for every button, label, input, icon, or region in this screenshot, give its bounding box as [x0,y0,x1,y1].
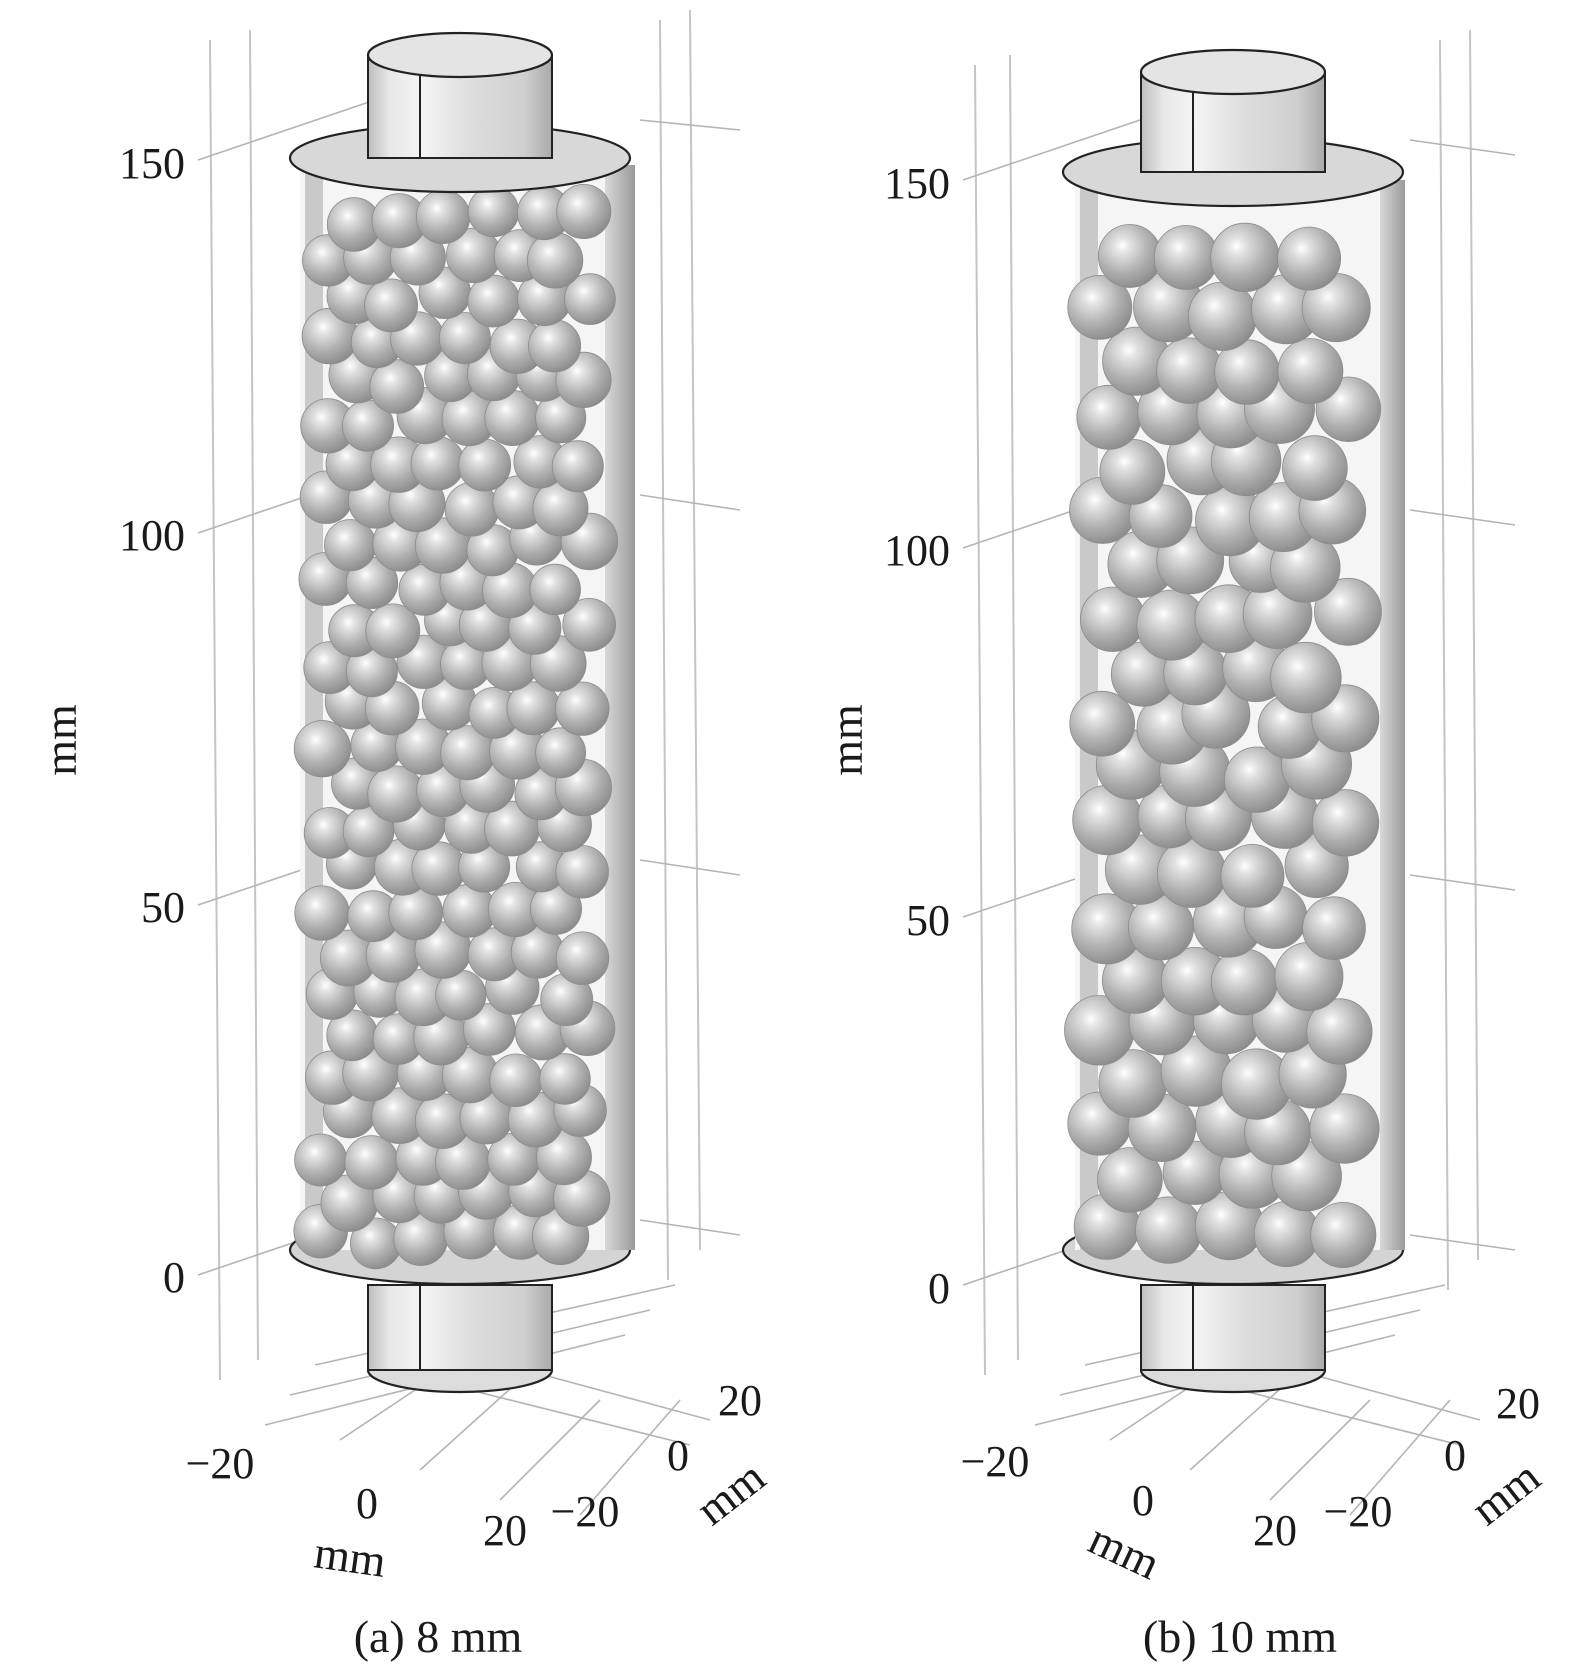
particle [293,720,351,778]
particle [1210,222,1280,292]
particle [1210,948,1278,1016]
panel-b-y-axis-label: mm [1462,1451,1550,1535]
particle [528,319,582,373]
particle [555,931,610,985]
panel-a-x-tick: −20 [186,1439,255,1488]
panel-b-y-tick: 0 [1444,1431,1466,1480]
panel-b-z-ticks: 150 100 50 0 [884,159,950,1313]
particle [1310,1202,1377,1269]
panel-b-x-ticks: −20 0 20 [961,1437,1297,1555]
panel-b-z-tick: 0 [928,1264,950,1313]
panel-a-y-tick: −20 [551,1487,620,1536]
particle [438,312,491,365]
particle [1277,226,1341,291]
particle [1153,225,1219,290]
particle [1097,224,1162,288]
particle [1309,1093,1380,1164]
panel-a-y-ticks: −20 0 20 [551,1376,762,1536]
particle [555,845,609,899]
particle [1069,690,1135,757]
particle [1067,274,1133,340]
panel-b-x-tick: 0 [1132,1476,1154,1525]
particle [1277,338,1344,405]
particle [344,1135,399,1190]
particle [539,1053,591,1105]
particle [535,727,586,779]
particle [529,563,581,616]
particle [410,436,465,491]
particle [1097,1147,1163,1213]
panel-a-caption: (a) 8 mm [354,1611,523,1662]
panel-a-axis-frame [197,9,741,1381]
panel-a-particle-bed [293,183,619,1270]
particle [1187,281,1258,351]
particle [1282,435,1348,501]
particle [555,681,610,736]
panel-b-y-tick: 20 [1496,1379,1540,1428]
particle [1306,998,1373,1065]
particle [1302,896,1366,960]
panel-b-y-ticks: −20 0 20 [1324,1379,1540,1536]
panel-b-x-axis-label: mm [1081,1513,1168,1590]
panel-a: 150 100 50 0 mm −20 0 20 mm −20 0 20 mm … [35,9,775,1662]
particle [489,1053,543,1107]
panel-b: 150 100 50 0 mm −20 0 20 mm −20 0 20 mm … [821,29,1550,1662]
panel-a-x-axis-label: mm [311,1526,389,1586]
particle [526,232,584,289]
particle [415,189,471,244]
panel-a-z-ticks: 150 100 50 0 [119,139,185,1302]
particle [562,597,616,652]
particle [364,278,419,333]
panel-a-column [288,31,635,1394]
particle [294,1133,348,1187]
particle [556,183,612,239]
panel-b-y-tick: −20 [1324,1487,1393,1536]
panel-a-y-axis-label: mm [687,1451,775,1535]
particle [564,273,616,325]
particle [467,185,520,238]
particle [369,359,425,414]
particle [1312,789,1380,857]
panel-a-z-tick: 100 [119,511,185,560]
panel-a-x-tick: 0 [356,1479,378,1528]
particle [1270,641,1342,714]
particle [1220,844,1285,908]
panel-b-axis-frame [962,29,1516,1376]
panel-a-z-tick: 0 [163,1253,185,1302]
particle [1314,577,1382,646]
particle [458,438,512,492]
panel-b-z-tick: 100 [884,526,950,575]
panel-a-z-axis-label: mm [35,704,86,776]
particle [1253,1201,1320,1268]
panel-a-z-tick: 150 [119,139,185,188]
panel-b-x-tick: −20 [961,1437,1030,1486]
particle [367,765,425,823]
panel-b-z-tick: 150 [884,159,950,208]
panel-b-column [1061,48,1405,1394]
particle [551,440,604,493]
panel-b-particle-bed [1064,222,1382,1269]
particle [294,885,350,941]
panel-a-y-tick: 0 [667,1431,689,1480]
panel-b-x-tick: 20 [1253,1506,1297,1555]
panel-b-caption: (b) 10 mm [1143,1611,1337,1662]
panel-a-x-ticks: −20 0 20 [186,1439,527,1555]
panel-a-x-tick: 20 [483,1506,527,1555]
panel-b-z-tick: 50 [906,896,950,945]
panel-a-z-tick: 50 [141,883,185,932]
particle [365,603,421,659]
panel-a-y-tick: 20 [718,1376,762,1425]
panel-b-z-axis-label: mm [821,704,872,776]
